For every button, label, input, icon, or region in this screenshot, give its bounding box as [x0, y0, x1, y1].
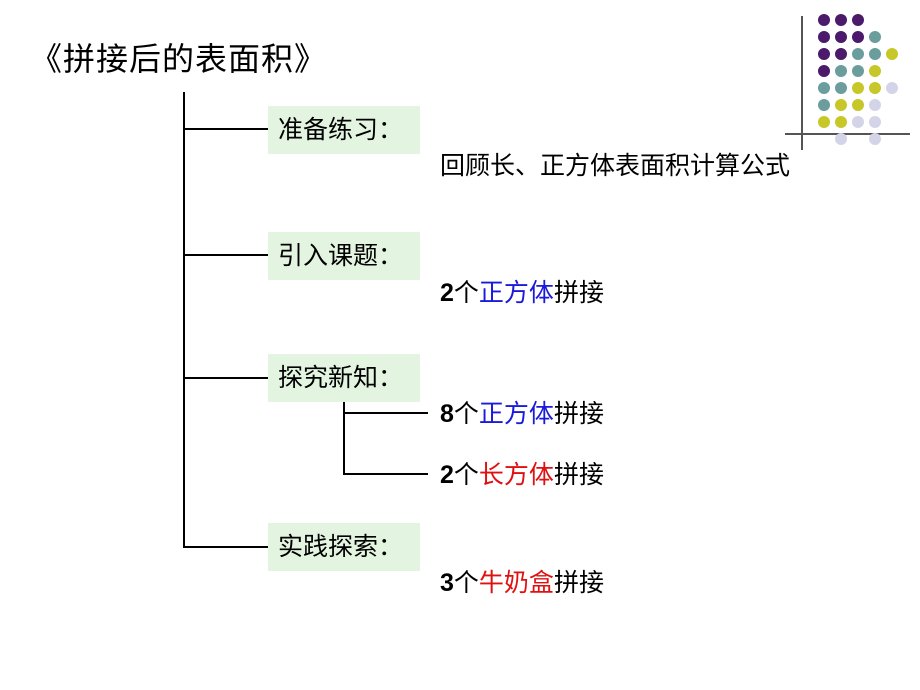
decorative-dot: [869, 31, 881, 43]
decorative-horizontal-line: [785, 133, 910, 135]
sub-branch-trunk: [343, 400, 345, 475]
decorative-dot: [886, 82, 898, 94]
decorative-vertical-line: [801, 16, 803, 150]
section-label-practice: 实践探索：: [268, 523, 420, 571]
decorative-dot: [835, 116, 847, 128]
decorative-dot: [852, 116, 864, 128]
decorative-dot: [869, 133, 881, 145]
branch-line-1: [183, 128, 268, 130]
decorative-dot: [835, 48, 847, 60]
decorative-dot: [852, 99, 864, 111]
decorative-dot: [818, 99, 830, 111]
item-review-formula: 回顾长、正方体表面积计算公式: [440, 151, 791, 180]
item-two-cuboids: 2个长方体拼接: [440, 460, 604, 489]
decorative-dot-grid: [818, 14, 908, 150]
decorative-dot: [835, 14, 847, 26]
decorative-dot: [869, 116, 881, 128]
branch-line-2: [183, 254, 268, 256]
section-label-introduce: 引入课题：: [268, 232, 420, 280]
decorative-dot: [818, 48, 830, 60]
section-label-prepare: 准备练习：: [268, 106, 420, 154]
branch-line-3: [183, 377, 268, 379]
sub-branch-line-2: [343, 473, 428, 475]
tree-trunk-line: [183, 92, 185, 548]
decorative-dot: [869, 99, 881, 111]
decorative-dot: [852, 14, 864, 26]
decorative-dot: [818, 14, 830, 26]
decorative-dot: [869, 65, 881, 77]
item-two-cubes: 2个正方体拼接: [440, 278, 604, 307]
item-three-milk-boxes: 3个牛奶盒拼接: [440, 568, 604, 597]
decorative-dot: [869, 82, 881, 94]
decorative-dot: [852, 65, 864, 77]
sub-branch-line-1: [343, 412, 428, 414]
decorative-dot: [886, 48, 898, 60]
decorative-dot: [835, 82, 847, 94]
decorative-dot: [852, 31, 864, 43]
decorative-dot: [835, 133, 847, 145]
decorative-dot: [818, 82, 830, 94]
decorative-dot: [835, 31, 847, 43]
decorative-dot: [835, 99, 847, 111]
branch-line-4: [183, 546, 268, 548]
decorative-dot: [869, 48, 881, 60]
section-label-explore: 探究新知：: [268, 354, 420, 402]
decorative-dot: [818, 65, 830, 77]
item-eight-cubes: 8个正方体拼接: [440, 399, 604, 428]
decorative-dot: [852, 82, 864, 94]
decorative-dot: [835, 65, 847, 77]
decorative-dot: [818, 31, 830, 43]
page-title: 《拼接后的表面积》: [30, 40, 328, 78]
decorative-dot: [852, 48, 864, 60]
decorative-dot: [818, 116, 830, 128]
